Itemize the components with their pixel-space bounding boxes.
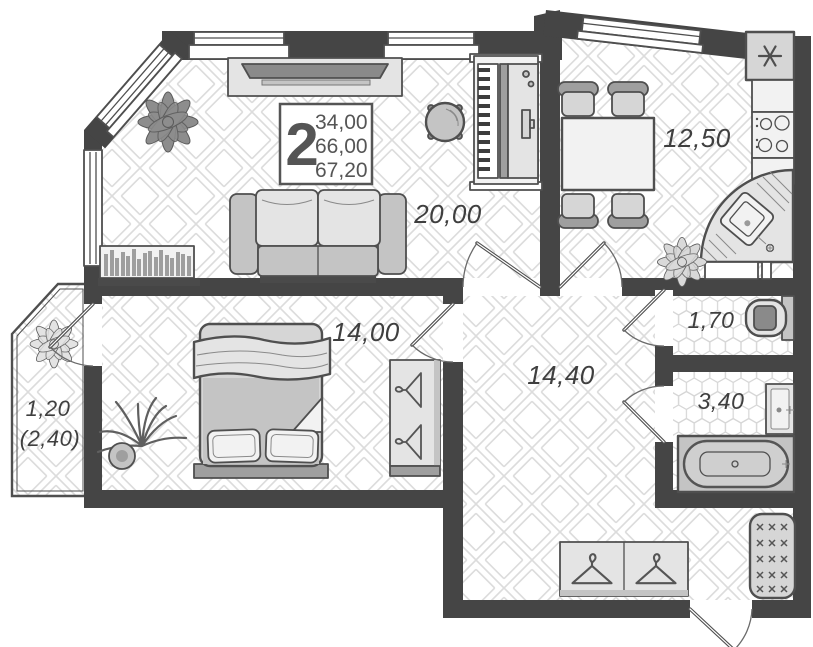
- bed: [192, 322, 332, 479]
- wall-segment: [655, 372, 673, 386]
- tv-stand: [261, 79, 371, 86]
- doormat-pattern-icon: [756, 523, 788, 593]
- toilet: [744, 295, 795, 341]
- bookshelf: [98, 245, 200, 286]
- doormat: [748, 512, 797, 600]
- wall-segment: [84, 366, 102, 508]
- corner-sink-unit: [699, 168, 795, 264]
- blanket: [192, 335, 332, 381]
- living-room-area-label: 20,00: [413, 199, 482, 229]
- palm-plant: [96, 396, 188, 470]
- wall-segment: [443, 600, 690, 618]
- wc-area-label: 1,70: [688, 307, 735, 333]
- stool: [424, 101, 466, 143]
- windows: [83, 31, 480, 267]
- thresholds: [84, 278, 752, 618]
- wall-segment: [443, 362, 463, 602]
- burner-icon: [759, 117, 773, 131]
- washing-machine: [704, 261, 759, 280]
- fridge: [744, 30, 796, 82]
- tv-screen: [241, 63, 389, 79]
- legend-area-total-balcony: 67,20: [315, 159, 368, 182]
- wall-segment: [793, 36, 811, 618]
- hall-wardrobe: [559, 541, 689, 597]
- kitchen-sink: [719, 191, 775, 247]
- kitchen-top-wall: [543, 10, 797, 65]
- pillow: [264, 428, 320, 464]
- wall-segment: [84, 490, 463, 508]
- bathroom-door: [622, 385, 666, 444]
- legend-rooms-count: 2: [285, 111, 318, 178]
- kitchen-area-label: 12,50: [663, 123, 731, 153]
- kitchen-door: [558, 241, 623, 289]
- burner-icon: [757, 137, 773, 153]
- wall-segment: [622, 278, 811, 296]
- living-window-1: [188, 31, 290, 60]
- chamfer-wall: [84, 31, 192, 149]
- balcony-area-reduced-label: (2,40): [20, 426, 80, 451]
- legend-area-total: 66,00: [315, 135, 368, 158]
- living-room-door: [462, 241, 542, 289]
- bathtub: [676, 434, 796, 494]
- piano: [469, 53, 543, 191]
- dining-table: [560, 116, 656, 192]
- burner-icon: [774, 115, 790, 131]
- dining-chair: [557, 81, 599, 117]
- wall-segment: [443, 296, 463, 304]
- doors: [48, 241, 753, 647]
- hallway-area-label: 14,40: [527, 360, 595, 390]
- wall-segment: [540, 31, 560, 296]
- legend-area-living: 34,00: [315, 111, 368, 134]
- living-window-left: [83, 149, 103, 267]
- balcony-glazing-line: [16, 288, 84, 492]
- kitchen-counter: [751, 79, 795, 113]
- bathroom-sink: [765, 383, 795, 435]
- legend-box: 2 34,00 66,00 67,20: [278, 102, 374, 186]
- wall-segment: [655, 278, 673, 290]
- plant-icon: [137, 91, 199, 153]
- bedroom-door: [410, 302, 455, 363]
- room-labels: 20,00 12,50 14,00 14,40 1,70 3,40 1,20 (…: [20, 123, 745, 451]
- plant-icon: [656, 236, 708, 288]
- tv-unit: [227, 57, 403, 97]
- wall-segment: [655, 355, 811, 372]
- pillow: [206, 428, 262, 464]
- cooktop: [751, 111, 795, 159]
- dining-chair: [557, 193, 599, 229]
- wall-segment: [655, 442, 673, 497]
- entrance-door: [688, 607, 753, 647]
- wc-door: [622, 288, 666, 347]
- living-window-2: [383, 31, 480, 60]
- wall-segment: [655, 346, 673, 356]
- kitchen-cabinet: [761, 261, 772, 280]
- wall-segment: [84, 266, 102, 304]
- hallway-floor: [463, 296, 793, 600]
- bedroom-area-label: 14,00: [332, 317, 400, 347]
- balcony-floor: [10, 282, 90, 498]
- dining-chair: [607, 81, 649, 117]
- bedroom-wardrobe: [389, 359, 441, 477]
- wall-segment: [655, 490, 811, 508]
- balcony-door: [48, 302, 95, 367]
- balcony: [10, 282, 90, 498]
- dining-set: [557, 81, 656, 229]
- bathroom-area-label: 3,40: [698, 388, 745, 414]
- dining-chair: [607, 193, 649, 229]
- sofa: [229, 189, 407, 283]
- burner-icon: [775, 139, 789, 153]
- balcony-area-label: 1,20: [26, 396, 71, 421]
- wall-segment: [752, 600, 811, 618]
